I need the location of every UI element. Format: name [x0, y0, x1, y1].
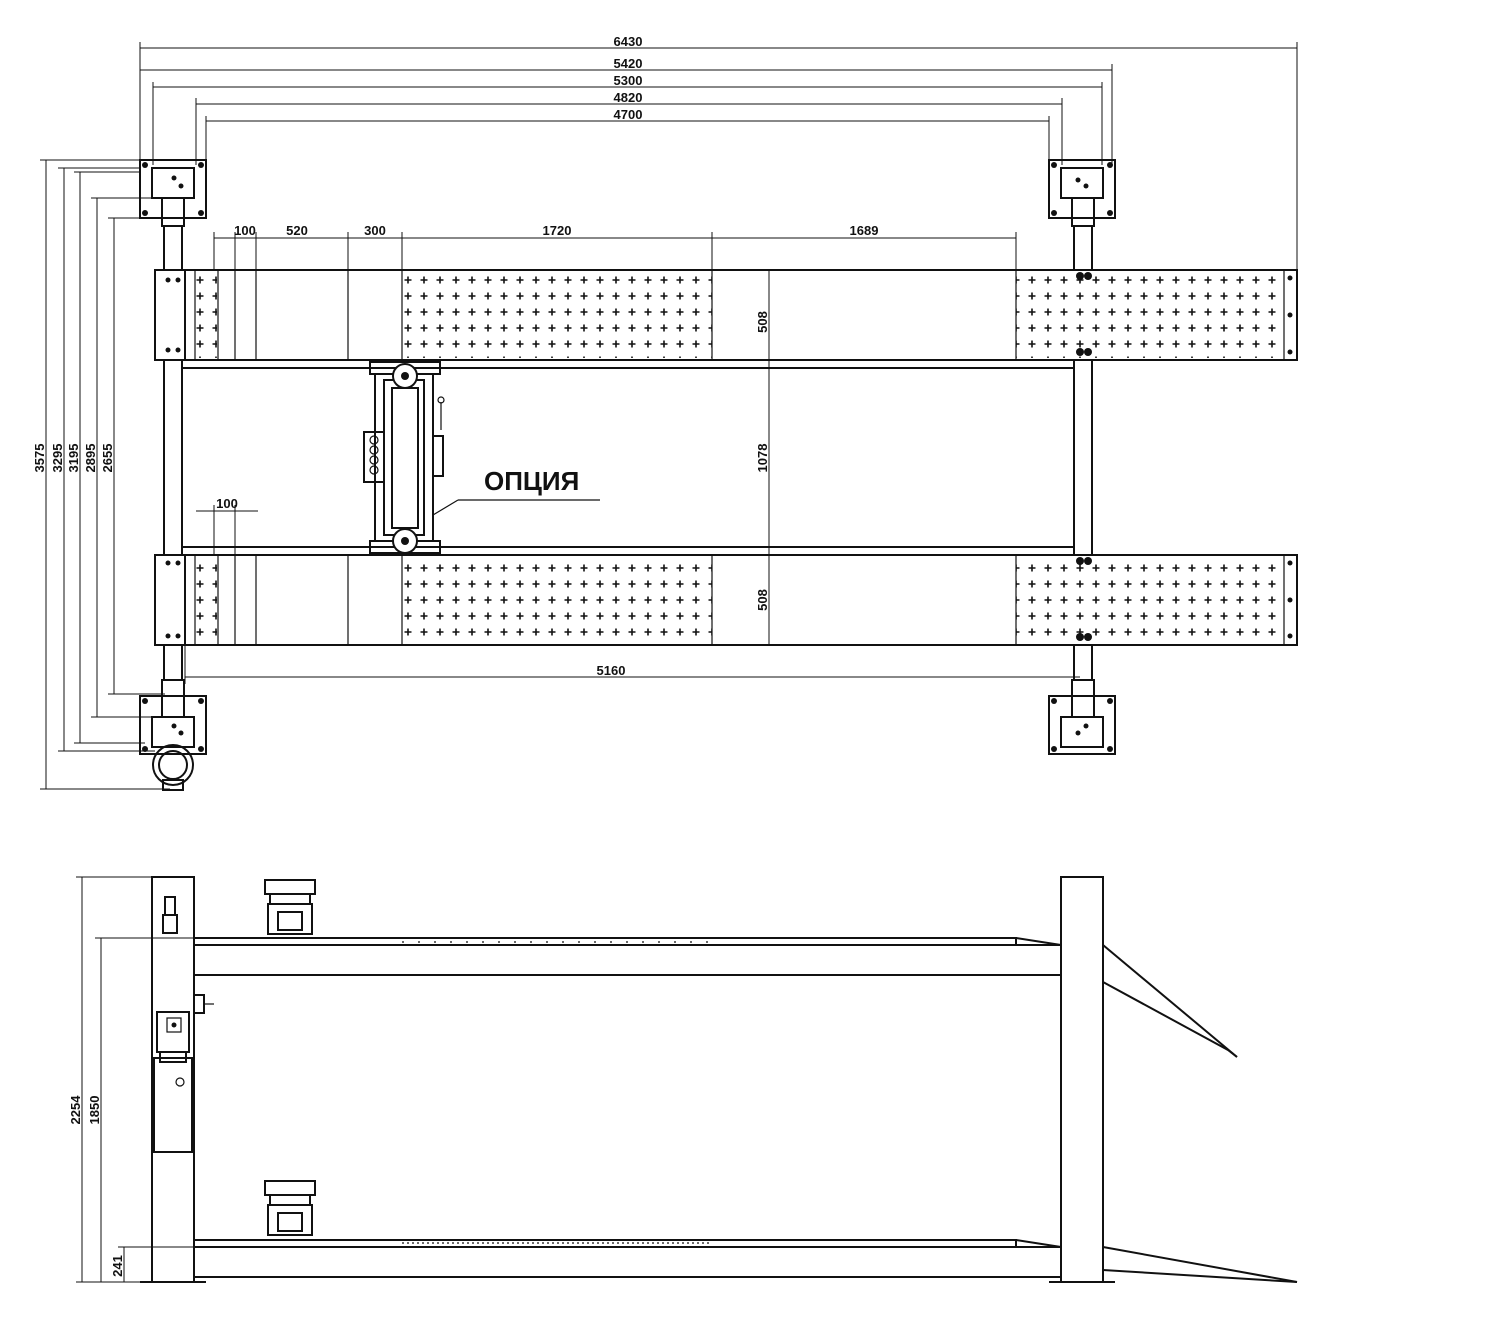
- dim-100-small: 100: [216, 496, 238, 511]
- dim-4820: 4820: [614, 90, 643, 105]
- dim-100-top: 100: [234, 223, 256, 238]
- dim-1078: 1078: [755, 444, 770, 473]
- dim-3295: 3295: [50, 444, 65, 473]
- left-dimension-lines: [40, 159, 170, 790]
- dim-3575: 3575: [32, 444, 47, 473]
- option-leader: [432, 499, 459, 516]
- dim-5420: 5420: [614, 56, 643, 71]
- side-view: [140, 876, 1298, 1283]
- length-dimension-line: [184, 645, 1080, 684]
- dim-5160: 5160: [597, 663, 626, 678]
- dim-300: 300: [364, 223, 386, 238]
- column-plate-bottom-left: [139, 679, 207, 791]
- dim-1720: 1720: [543, 223, 572, 238]
- runway-top: [154, 269, 1298, 361]
- column-plate-top-left: [139, 159, 207, 227]
- dim-2254: 2254: [68, 1095, 83, 1125]
- runway-bottom: [154, 554, 1298, 646]
- dim-3195: 3195: [66, 444, 81, 473]
- dim-520: 520: [286, 223, 308, 238]
- dim-1850: 1850: [87, 1096, 102, 1125]
- dim-241: 241: [110, 1255, 125, 1277]
- dim-6430: 6430: [614, 34, 643, 49]
- dim-4700: 4700: [614, 107, 643, 122]
- column-plate-top-right: [1048, 159, 1116, 227]
- dim-5300: 5300: [614, 73, 643, 88]
- dim-508-top: 508: [755, 311, 770, 333]
- option-label: ОПЦИЯ: [484, 466, 579, 496]
- column-plate-bottom-right: [1048, 679, 1116, 755]
- dim-2895: 2895: [83, 444, 98, 473]
- segment-dimension-lines: [213, 232, 1017, 270]
- height-dimension-lines: [76, 876, 194, 1283]
- overall-dimension-lines: [139, 42, 1298, 275]
- jacking-beam-option: [363, 361, 445, 554]
- width-dimension-lines: [762, 269, 776, 646]
- dim-2655: 2655: [100, 444, 115, 473]
- dim-1689: 1689: [850, 223, 879, 238]
- small-dimension-line: [196, 505, 258, 555]
- dim-508-bottom: 508: [755, 589, 770, 611]
